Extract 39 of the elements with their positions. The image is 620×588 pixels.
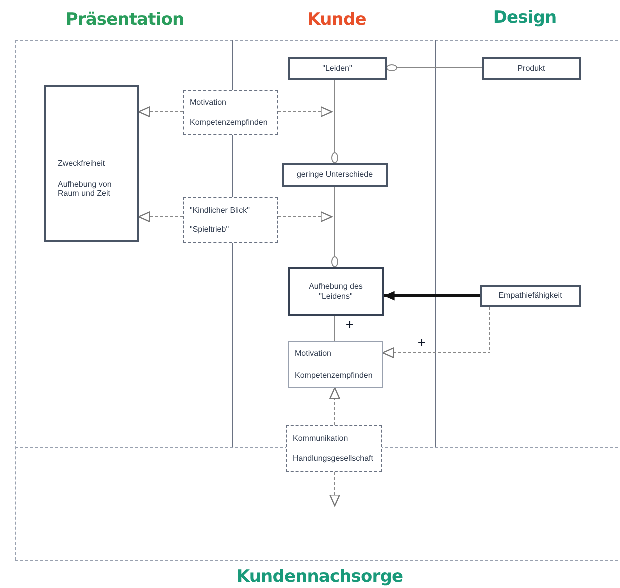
lane-heading: Kunde — [306, 9, 368, 32]
connector-arrow — [138, 106, 184, 118]
process-box — [183, 197, 278, 243]
box-text: Kompetenzempfinden — [190, 118, 268, 127]
box-text: Motivation — [190, 98, 226, 108]
box-text: Kompetenzempfinden — [295, 370, 373, 380]
process-box — [183, 90, 278, 135]
process-box — [288, 57, 387, 80]
lane-heading: Präsentation — [64, 9, 186, 32]
process-box — [44, 85, 139, 242]
box-text: "Kindlicher Blick" — [190, 206, 250, 215]
connector-arrow — [278, 212, 333, 222]
box-text: Handlungsgesellschaft — [293, 454, 374, 463]
lane-heading: Kundennachsorge — [236, 566, 404, 588]
box-text: "Spieltrieb" — [190, 225, 230, 234]
connector-arrow — [330, 387, 340, 426]
box-text: Produkt — [518, 64, 546, 74]
connector-arrow — [278, 106, 333, 118]
process-box — [288, 267, 384, 316]
process-box — [480, 285, 581, 307]
edge-label: + — [344, 318, 356, 331]
connector-arrow — [382, 306, 490, 358]
box-text: Aufhebung des "Leidens" — [308, 282, 364, 301]
box-text: Motivation — [295, 349, 332, 358]
box-text: "Leiden" — [322, 64, 352, 74]
connector-arrow — [384, 291, 480, 301]
process-box — [288, 341, 383, 388]
box-text: geringe Unterschiede — [296, 170, 374, 180]
connector-arrow — [330, 472, 340, 507]
process-box — [482, 57, 581, 80]
box-text: Kommunikation — [293, 434, 348, 444]
box-text: Aufhebung von Raum und Zeit — [58, 180, 113, 199]
connector-arrow — [138, 212, 184, 222]
box-text: Empathiefähigkeit — [498, 291, 562, 301]
edge-label: + — [416, 336, 428, 349]
box-text: Zweckfreiheit — [58, 159, 106, 168]
lane-heading: Design — [492, 7, 558, 30]
process-box — [282, 163, 388, 187]
process-box — [286, 425, 382, 472]
